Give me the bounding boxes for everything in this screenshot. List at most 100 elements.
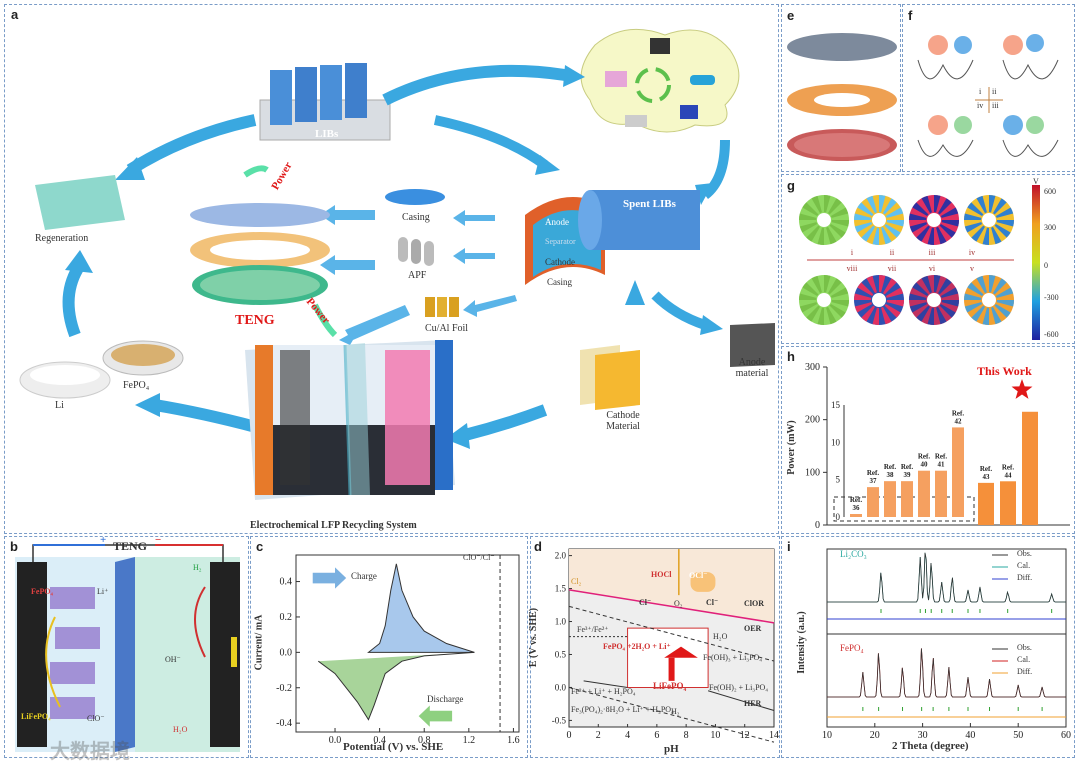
h-bar-6 — [935, 470, 947, 517]
f-grid-ii: ii — [992, 87, 997, 96]
cbar-tick-300: 300 — [1044, 223, 1056, 232]
h-ytick-label-200: 200 — [805, 415, 820, 426]
recycling-cell — [245, 340, 455, 500]
f-grid-iv: iv — [977, 101, 984, 110]
roman-bottom-1: viii — [847, 264, 858, 273]
d-feoh2: Fe(OH)₂ + Li₃PO₄ — [709, 683, 769, 692]
c-discharge-arrow — [418, 705, 453, 727]
colorbar-unit: V — [1033, 177, 1039, 186]
h-bar-9 — [1000, 481, 1016, 525]
panel-label-d: d — [534, 539, 542, 554]
h-bar-1 — [850, 514, 862, 517]
h-ylabel: Power (mW) — [785, 420, 797, 475]
panel-label-b: b — [10, 539, 18, 554]
i-fepo4-obs — [827, 648, 1066, 698]
c-ytick-label-1: 0.2 — [280, 612, 293, 623]
d-line-oer — [568, 605, 775, 662]
d-oer: OER — [744, 624, 762, 633]
b-oh: OH⁻ — [165, 655, 181, 664]
d-cl-left: Cl⁻ — [639, 598, 652, 607]
panel-label-e: e — [787, 8, 795, 23]
d-cior: ClOR — [744, 599, 764, 608]
h-ytick-label-300: 300 — [805, 362, 820, 373]
c-charge-arrow — [312, 567, 347, 589]
d-upper-region — [569, 549, 774, 623]
power-bar-chart: 3002001000151050Ref.36Ref.37Ref.38Ref.39… — [805, 362, 1070, 531]
d-xtick-label-6: 12 — [740, 730, 750, 741]
i-diff2: Diff. — [1017, 667, 1033, 676]
b-teng-label: TENG — [113, 539, 148, 553]
d-cl2: Cl₂ — [571, 577, 582, 586]
h-bar-10 — [1022, 411, 1038, 525]
h-bar-label-ref-1: Ref. — [850, 496, 862, 504]
i-xtick-label-2: 30 — [918, 730, 928, 741]
h-bar-label-num-3: 38 — [887, 471, 895, 479]
c-ylabel: Current/ mA — [253, 614, 265, 671]
roman-bottom-3: vi — [929, 264, 936, 273]
h-inset-ytick-5: 5 — [836, 475, 841, 485]
panel-a-graphic — [19, 28, 775, 500]
i-xtick-label-5: 60 — [1061, 730, 1071, 741]
cbar-tick-n300: -300 — [1044, 293, 1059, 302]
charge-transfer-graphic — [917, 34, 1059, 157]
c-discharge-curve — [318, 651, 475, 721]
c-frame — [295, 554, 520, 733]
b-fepo4: FePO₄ — [31, 587, 53, 596]
anode-layer-label: Anode — [545, 217, 569, 227]
h-bar-label-ref-4: Ref. — [901, 463, 913, 471]
panel-label-i: i — [787, 539, 791, 554]
c-ytick-label-3: -0.2 — [276, 683, 292, 694]
h-inset-ytick-10: 10 — [831, 437, 841, 447]
d-ocl-region — [690, 572, 716, 592]
i-xtick-label-1: 20 — [870, 730, 880, 741]
regeneration-label: Regeneration — [35, 233, 89, 244]
h-ytick-label-0: 0 — [815, 520, 820, 531]
ring-8 — [964, 275, 1014, 325]
roman-top-1: i — [851, 248, 854, 257]
h-bar-5 — [918, 470, 930, 517]
d-feoh2-line — [707, 690, 775, 711]
i-fepo4: FePO₄ — [840, 643, 864, 653]
h-bar-label-ref-2: Ref. — [867, 469, 879, 477]
h-bar-7 — [952, 427, 964, 517]
h-bar-label-ref-6: Ref. — [935, 453, 947, 461]
cbar-tick-0: 0 — [1044, 261, 1048, 270]
d-arrow-head — [664, 646, 698, 658]
i-obs2: Obs. — [1017, 643, 1032, 652]
d-ocl: OCl⁻ — [689, 571, 708, 580]
i-xtick-label-0: 10 — [822, 730, 832, 741]
c-xtick-label-3: 1.2 — [463, 735, 476, 746]
d-reaction: FePO₄ +2H₂O + Li⁺ — [603, 642, 671, 651]
h-bar-4 — [901, 481, 913, 517]
d-ytick-label-3: 0.5 — [555, 649, 567, 659]
roman-top-3: iii — [929, 248, 936, 257]
h-bar-label-num-7: 42 — [955, 417, 963, 425]
ring-4 — [964, 195, 1014, 245]
c-charge: Charge — [351, 571, 377, 581]
d-xtick-label-5: 10 — [710, 730, 720, 741]
b-plus: + — [100, 534, 107, 546]
d-feoh3: Fe(OH)₃ + Li₃PO₄ — [703, 653, 763, 662]
device-cloud — [580, 28, 740, 133]
watermark: 大数据境 — [50, 741, 130, 763]
i-obs1: Obs. — [1017, 549, 1032, 558]
c-ytick-label-2: 0.0 — [280, 647, 293, 658]
teng-top-disk — [190, 203, 330, 227]
d-line-her — [568, 686, 775, 743]
cbar-tick-n600: -600 — [1044, 330, 1059, 339]
casing2-label: Casing — [547, 277, 573, 287]
h-inset-ytick-15: 15 — [831, 400, 841, 410]
h-bar-label-ref-9: Ref. — [1002, 463, 1014, 471]
spent-libs-label: Spent LIBs — [623, 198, 676, 210]
h-bar-label-num-5: 40 — [921, 461, 929, 469]
h-bar-label-ref-5: Ref. — [918, 453, 930, 461]
d-hocl: HOCl — [651, 570, 672, 579]
d-fe2li: Fe²⁺ + Li⁺ + H₂PO₄ — [571, 687, 636, 696]
d-xtick-label-0: 0 — [567, 730, 572, 741]
i-diff1: Diff. — [1017, 573, 1033, 582]
d-xtick-label-7: 14 — [769, 730, 779, 741]
